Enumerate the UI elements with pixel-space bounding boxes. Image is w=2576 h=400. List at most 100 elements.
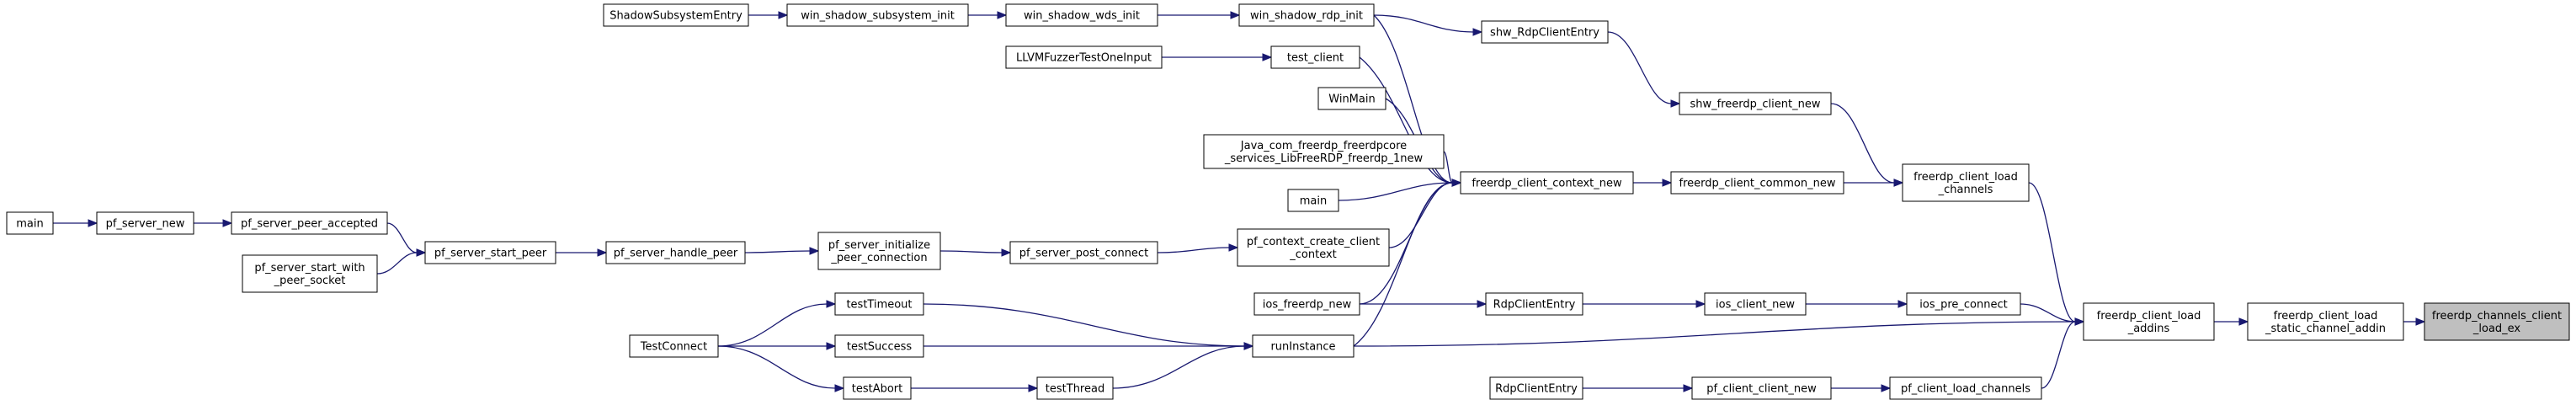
function-node-test-abort[interactable]: testAbort [843, 376, 912, 400]
node-box [1005, 45, 1163, 69]
arrowhead [222, 219, 233, 227]
function-node-rdpclient-entry1[interactable]: RdpClientEntry [1485, 292, 1583, 316]
function-node-post-connect[interactable]: pf_server_post_connect [1009, 241, 1158, 264]
node-label: pf_context_create_client [1247, 236, 1380, 248]
node-label: TestConnect [640, 341, 707, 354]
function-node-load-addins[interactable]: freerdp_client_load_addins [2083, 302, 2215, 341]
call-edge [1158, 11, 1241, 19]
function-node-shw-new[interactable]: shw_freerdp_client_new [1679, 92, 1832, 115]
call-edge [923, 342, 1254, 350]
call-edge [911, 384, 1039, 392]
function-node-llvm[interactable]: LLVMFuzzerTestOneInput [1005, 45, 1163, 69]
node-box [2424, 302, 2570, 341]
function-node-test-client[interactable]: test_client [1270, 45, 1360, 69]
node-box [629, 334, 719, 358]
node-label: freerdp_channels_client [2432, 310, 2562, 323]
call-edge [1373, 14, 1483, 36]
function-node-java[interactable]: Java_com_freerdp_freerdpcore_services_Li… [1203, 134, 1445, 169]
function-node-main1[interactable]: main [6, 211, 54, 235]
function-node-shw-entry[interactable]: shw_RdpClientEntry [1481, 20, 1609, 44]
function-node-shadow-entry[interactable]: ShadowSubsystemEntry [603, 3, 749, 27]
call-edge [2028, 182, 2085, 326]
node-label: WinMain [1328, 93, 1375, 106]
node-box [1238, 3, 1375, 27]
node-box [1489, 376, 1583, 400]
function-node-win-shadow-wds[interactable]: win_shadow_wds_init [1005, 3, 1158, 27]
node-label: pf_client_load_channels [1901, 383, 2030, 396]
arrowhead [1662, 179, 1673, 187]
function-node-start-with-socket[interactable]: pf_server_start_with_peer_socket [242, 254, 378, 293]
call-edge [2214, 317, 2249, 326]
function-node-main2[interactable]: main [1287, 189, 1339, 212]
function-node-common-new[interactable]: freerdp_client_common_new [1670, 171, 1844, 195]
node-label: win_shadow_subsystem_init [801, 10, 955, 23]
function-node-win-shadow-rdp[interactable]: win_shadow_rdp_init [1238, 3, 1375, 27]
node-label: _peer_connection [830, 252, 927, 264]
node-box [605, 241, 746, 264]
arrowhead [2415, 317, 2426, 326]
node-box [786, 3, 969, 27]
node-box [1481, 20, 1609, 44]
function-node-load-channels[interactable]: freerdp_client_load_channels [1902, 163, 2030, 202]
node-box [1252, 334, 1355, 358]
function-node-ios-freerdp-new[interactable]: ios_freerdp_new [1253, 292, 1360, 316]
call-edge [376, 248, 427, 275]
function-node-ios-client-new[interactable]: ios_client_new [1704, 292, 1807, 316]
node-label: ShadowSubsystemEntry [609, 10, 742, 23]
node-label: _channels [1938, 184, 1993, 196]
call-edge [1583, 384, 1694, 392]
node-label: freerdp_client_load [1913, 171, 2018, 184]
arrowhead [834, 384, 845, 392]
function-node-static-addin[interactable]: freerdp_client_load_static_channel_addin [2247, 302, 2404, 341]
function-node-winmain[interactable]: WinMain [1317, 87, 1386, 110]
node-box [1889, 376, 2042, 400]
function-node-peer-accepted[interactable]: pf_server_peer_accepted [231, 211, 388, 235]
node-label: test_client [1287, 52, 1344, 65]
function-node-run-instance[interactable]: runInstance [1252, 334, 1355, 358]
node-label: RdpClientEntry [1495, 383, 1578, 396]
function-node-start-peer[interactable]: pf_server_start_peer [424, 241, 556, 264]
call-edge [968, 11, 1008, 19]
node-label: RdpClientEntry [1493, 299, 1576, 312]
node-box [242, 254, 378, 293]
call-edge [1157, 243, 1239, 253]
call-edge [194, 219, 233, 227]
function-node-test-success[interactable]: testSuccess [834, 334, 924, 358]
function-node-ctx-new[interactable]: freerdp_client_context_new [1460, 171, 1634, 195]
node-label: _load_ex [2472, 323, 2521, 335]
function-node-pf-load-channels[interactable]: pf_client_load_channels [1889, 376, 2042, 400]
arrowhead [2074, 317, 2085, 326]
node-box [1237, 228, 1390, 267]
function-node-test-thread[interactable]: testThread [1036, 376, 1114, 400]
arrowhead [597, 248, 608, 257]
node-box [1253, 292, 1360, 316]
function-node-rdpclient-entry2[interactable]: RdpClientEntry [1489, 376, 1583, 400]
function-node-ctx-create[interactable]: pf_context_create_client_context [1237, 228, 1390, 267]
node-label: _peer_socket [274, 275, 346, 287]
call-edge [1162, 53, 1273, 61]
arrowhead [416, 248, 427, 257]
arrowhead [809, 247, 820, 255]
function-node-init-peer-conn[interactable]: pf_server_initialize_peer_connection [817, 232, 941, 270]
function-node-test-timeout[interactable]: testTimeout [834, 292, 924, 316]
node-box [1460, 171, 1634, 195]
call-edge [2041, 317, 2085, 389]
function-node-pf-client-new[interactable]: pf_client_client_new [1691, 376, 1832, 400]
node-box [1485, 292, 1583, 316]
function-node-channels-ex[interactable]: freerdp_channels_client_load_ex [2424, 302, 2570, 341]
node-label: testSuccess [847, 341, 913, 354]
arrowhead [1897, 300, 1908, 308]
function-node-pf-server-new[interactable]: pf_server_new [96, 211, 194, 235]
function-node-test-connect[interactable]: TestConnect [629, 334, 719, 358]
node-box [2083, 302, 2215, 341]
arrowhead [997, 11, 1008, 19]
call-edge [556, 248, 608, 257]
function-node-win-shadow-subsys[interactable]: win_shadow_subsystem_init [786, 3, 969, 27]
call-edge [744, 247, 820, 255]
function-node-ios-pre-connect[interactable]: ios_pre_connect [1906, 292, 2021, 316]
function-node-handle-peer[interactable]: pf_server_handle_peer [605, 241, 746, 264]
arrowhead [2238, 317, 2249, 326]
node-box [603, 3, 749, 27]
node-box [1036, 376, 1114, 400]
